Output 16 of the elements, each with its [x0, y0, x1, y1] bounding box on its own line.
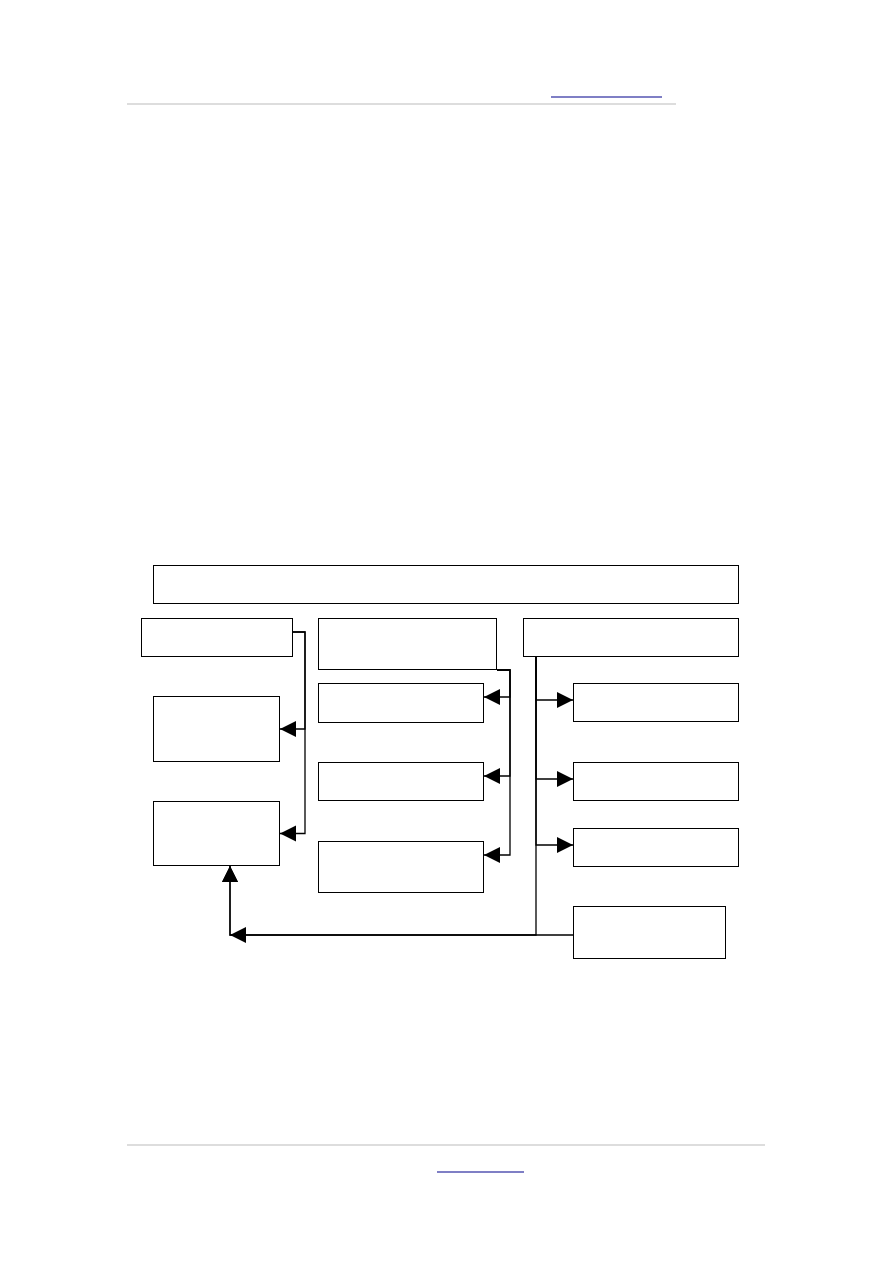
empty-box: [573, 906, 726, 959]
empty-box: [141, 618, 293, 657]
arrow: [483, 669, 511, 863]
empty-box: [318, 762, 484, 801]
arrow: [279, 631, 306, 842]
empty-box: [573, 828, 739, 867]
empty-box: [318, 618, 497, 670]
empty-box: [318, 841, 484, 893]
empty-box: [573, 683, 739, 722]
empty-box: [573, 762, 739, 801]
empty-box: [153, 565, 739, 604]
empty-box: [153, 696, 280, 762]
empty-box: [523, 618, 739, 657]
empty-box: [318, 683, 484, 723]
arrow: [222, 865, 574, 943]
empty-box: [153, 801, 280, 866]
